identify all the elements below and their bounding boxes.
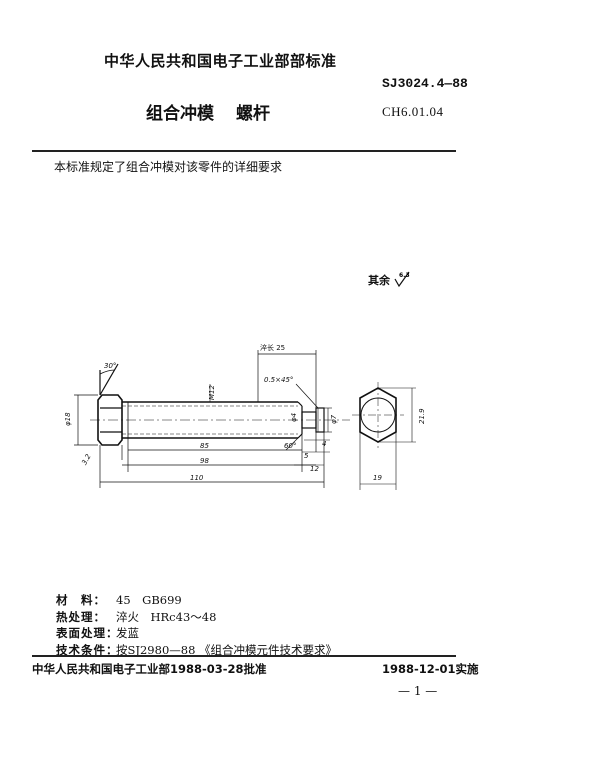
spec-surface-treatment: 表面处理：发蓝 [56, 625, 337, 642]
svg-text:85: 85 [200, 442, 209, 450]
svg-text:6.3: 6.3 [399, 272, 410, 279]
title-part: 螺杆 [236, 104, 270, 124]
spec-value: 按SJ2980—88 《组合冲模元件技术要求》 [116, 642, 338, 657]
spec-label: 热处理： [56, 609, 106, 624]
spec-label: 表面处理： [56, 626, 119, 640]
surface-roughness-note: 其余 6.3 [368, 270, 412, 288]
svg-text:21.9: 21.9 [418, 408, 426, 424]
spec-material: 材 料： 45 GB699 [56, 592, 337, 609]
svg-text:12: 12 [310, 465, 319, 473]
part-code: CH6.01.04 [382, 104, 444, 119]
spec-label: 材 料： [56, 593, 106, 607]
approval-statement: 中华人民共和国电子工业部1988-03-28批准 [32, 662, 267, 676]
spec-value: 45 GB699 [116, 593, 182, 607]
spec-technical-conditions: 技术条件：按SJ2980—88 《组合冲模元件技术要求》 [56, 642, 337, 659]
intro-text: 本标准规定了组合冲模对该零件的详细要求 [54, 160, 283, 174]
svg-text:5: 5 [304, 452, 309, 460]
roughness-label: 其余 [368, 274, 390, 287]
svg-text:φ7: φ7 [330, 414, 338, 424]
svg-text:淬长 25: 淬长 25 [260, 343, 285, 352]
roughness-symbol-icon: 6.3 [394, 271, 410, 288]
technical-specifications: 材 料： 45 GB699 热处理： 淬火 HRc43～48 表面处理：发蓝 技术条… [56, 592, 337, 658]
document-title: 组合冲模 螺杆 [146, 99, 292, 124]
issuing-organization: 中华人民共和国电子工业部部标准 [104, 52, 337, 70]
header-divider [32, 150, 456, 152]
svg-text:φ18: φ18 [64, 412, 72, 426]
svg-text:60°: 60° [284, 442, 296, 450]
svg-text:M12: M12 [208, 385, 216, 400]
svg-text:98: 98 [200, 457, 209, 465]
svg-text:φ4: φ4 [290, 413, 298, 422]
page-number: — 1 — [398, 684, 438, 698]
spec-value: 淬火 HRc43～48 [116, 609, 217, 624]
svg-text:30°: 30° [104, 362, 116, 370]
title-main: 组合冲模 [146, 104, 214, 124]
bolt-technical-drawing: 30° φ18 M12 淬长 25 0.5×45° φ4 φ7 60° 85 9… [64, 343, 426, 490]
svg-text:110: 110 [190, 474, 204, 482]
spec-value: 发蓝 [116, 626, 139, 640]
svg-text:3.2: 3.2 [80, 452, 93, 466]
svg-text:4: 4 [322, 440, 326, 448]
effective-date: 1988-12-01实施 [382, 662, 479, 676]
standard-code: SJ3024.4—88 [382, 76, 468, 91]
spec-label: 技术条件： [56, 642, 119, 657]
svg-text:19: 19 [373, 474, 382, 482]
svg-text:0.5×45°: 0.5×45° [264, 376, 293, 384]
spec-heat-treatment: 热处理： 淬火 HRc43～48 [56, 609, 337, 626]
footer-divider [32, 655, 456, 657]
